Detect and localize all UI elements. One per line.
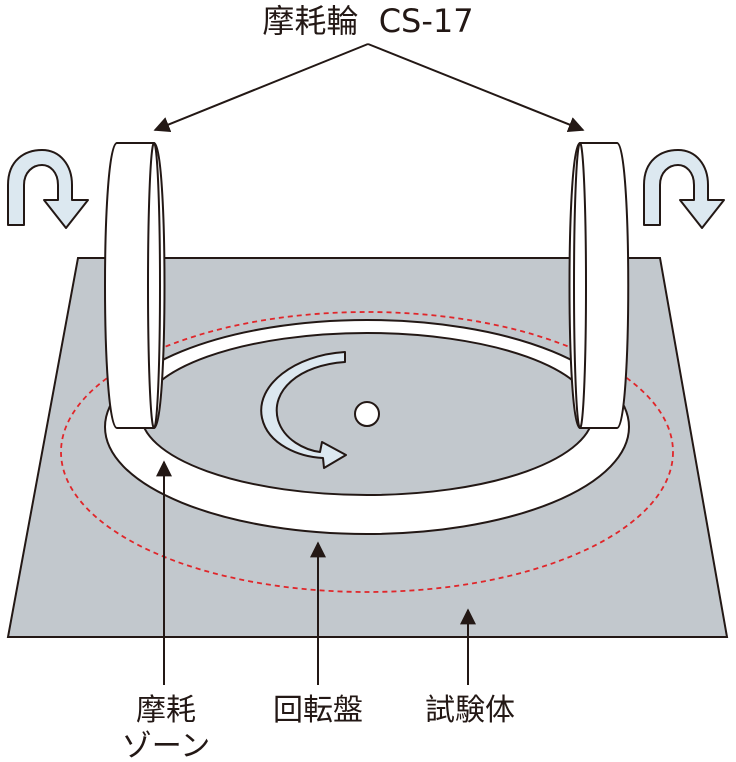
specimen-label: 試験体 [425, 693, 515, 728]
turntable-label: 回転盤 [273, 693, 363, 728]
right-wheel-rotation-arrow [643, 149, 725, 229]
wheel-pointer-left [153, 43, 369, 133]
wheel-label: 摩耗輪 CS-17 [262, 2, 473, 40]
wear-zone-label-line1: 摩耗 [136, 693, 196, 728]
left-abrasion-wheel [104, 142, 166, 429]
wear-zone-label-line2: ゾーン [122, 729, 211, 762]
left-wheel-rotation-arrow [7, 149, 89, 229]
right-abrasion-wheel [568, 142, 630, 429]
dashed-boundary-ring [60, 311, 674, 593]
wheel-pointer-right [367, 43, 585, 133]
center-hole [354, 401, 380, 427]
turntable-rotation-arrow [260, 351, 347, 469]
